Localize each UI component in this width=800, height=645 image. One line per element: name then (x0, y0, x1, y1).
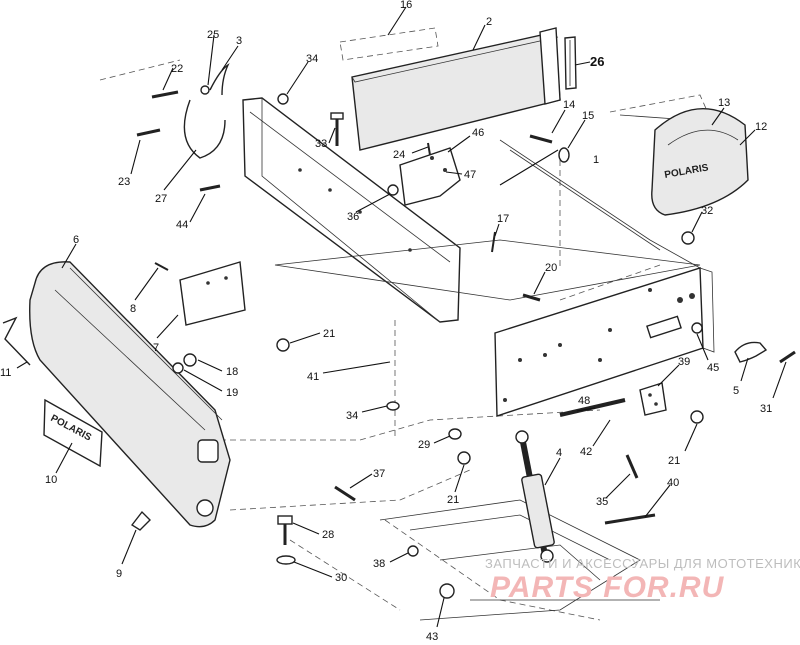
gas-strut-part-4 (515, 430, 555, 563)
fastener-set (2, 85, 796, 599)
callout-2: 2 (486, 16, 492, 28)
callout-30: 30 (335, 572, 347, 584)
gusset-part-39 (639, 382, 667, 416)
callout-43: 43 (426, 631, 438, 643)
tail-cap-part-12: POLARIS (651, 107, 749, 216)
callout-32: 32 (701, 205, 713, 217)
bracket-part-26 (564, 36, 577, 90)
callout-8: 8 (130, 303, 136, 315)
callout-48: 48 (578, 395, 590, 407)
callout-39: 39 (678, 356, 690, 368)
callout-20: 20 (545, 262, 557, 274)
callout-23: 23 (118, 176, 130, 188)
callout-1: 1 (593, 154, 599, 166)
callout-16: 16 (400, 0, 412, 11)
callout-21-left: 21 (323, 328, 335, 340)
callout-9: 9 (116, 568, 122, 580)
callout-21-lower: 21 (447, 494, 459, 506)
callout-44: 44 (176, 219, 188, 231)
callout-19: 19 (226, 387, 238, 399)
callout-38: 38 (373, 558, 385, 570)
callout-4: 4 (556, 447, 562, 459)
callout-22: 22 (171, 63, 183, 75)
callout-36: 36 (347, 211, 359, 223)
callout-37: 37 (373, 468, 385, 480)
callout-42: 42 (580, 446, 592, 458)
callout-25: 25 (207, 29, 219, 41)
callout-24: 24 (393, 149, 405, 161)
callout-33: 33 (315, 138, 327, 150)
callout-35: 35 (596, 496, 608, 508)
callout-11: 11 (0, 367, 11, 379)
callout-17: 17 (497, 213, 509, 225)
callout-21-right: 21 (668, 455, 680, 467)
callout-13: 13 (718, 97, 730, 109)
callout-26: 26 (590, 54, 604, 69)
callout-34-top: 34 (306, 53, 318, 65)
callout-40: 40 (667, 477, 679, 489)
callout-6: 6 (73, 234, 79, 246)
callout-7: 7 (153, 342, 159, 354)
cargo-box-frame (242, 97, 715, 417)
callout-29: 29 (418, 439, 430, 451)
site-watermark: ЗАПЧАСТИ И АКСЕССУАРЫ ДЛЯ МОТОТЕХНИКИ PA… (485, 556, 800, 604)
callout-5: 5 (733, 385, 739, 397)
callout-34-lower: 34 (346, 410, 358, 422)
callout-18: 18 (226, 366, 238, 378)
watermark-caption: ЗАПЧАСТИ И АКСЕССУАРЫ ДЛЯ МОТОТЕХНИКИ (485, 556, 800, 571)
mount-plate-part-7 (179, 261, 246, 326)
callout-15: 15 (582, 110, 594, 122)
callout-27: 27 (155, 193, 167, 205)
callout-3: 3 (236, 35, 242, 47)
callout-47: 47 (464, 169, 476, 181)
undercarriage-ghost (379, 499, 660, 621)
rear-bumper-part-6 (29, 261, 231, 528)
hinge-bracket-part-46 (399, 147, 461, 206)
front-panel-part-2 (351, 27, 561, 151)
watermark-logo: PARTS FOR.RU (490, 571, 725, 604)
callout-14: 14 (563, 99, 575, 111)
callout-leaders (16, 6, 787, 628)
callout-28: 28 (322, 529, 334, 541)
latch-part-5 (734, 341, 768, 363)
callout-45: 45 (707, 362, 719, 374)
callout-10: 10 (45, 474, 57, 486)
callout-41: 41 (307, 371, 319, 383)
callout-numbers: 1 2 3 4 5 6 7 8 9 10 11 12 13 14 15 16 1… (0, 0, 772, 643)
callout-12: 12 (755, 121, 767, 133)
cable-part-27 (183, 63, 230, 159)
callout-46: 46 (472, 127, 484, 139)
decal-part-16 (339, 27, 439, 61)
callout-31: 31 (760, 403, 772, 415)
